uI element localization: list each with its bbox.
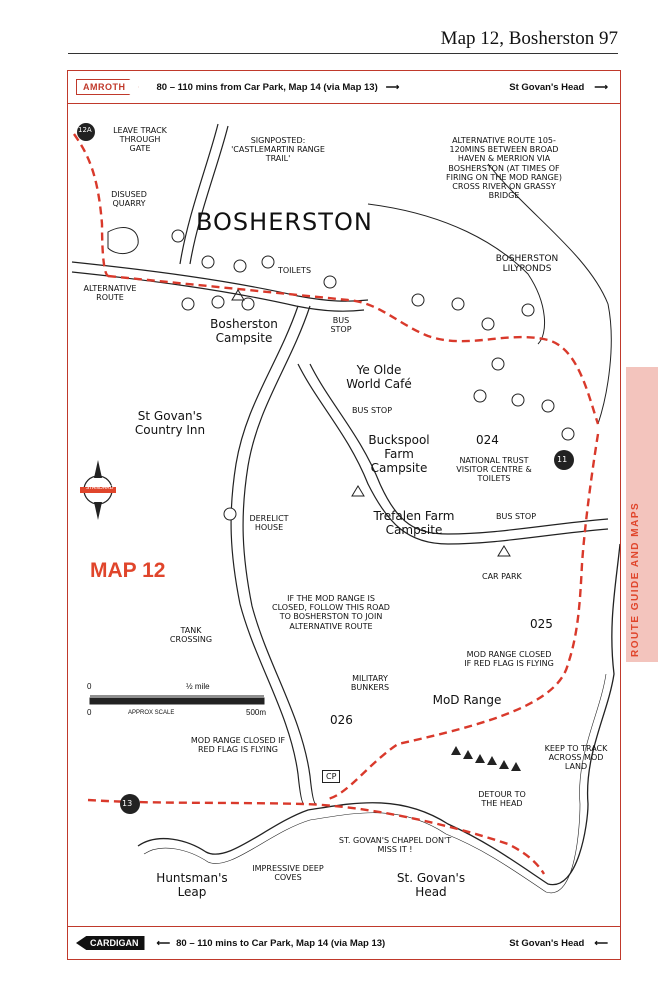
label-coves: Impressive deep coves bbox=[252, 864, 324, 883]
label-bus-stop-3: Bus stop bbox=[496, 512, 537, 521]
label-huntsmans-leap: Huntsman's Leap bbox=[156, 871, 228, 899]
left-arrow-icon: ⟵ bbox=[594, 937, 608, 949]
label-leave-track: Leave track through gate bbox=[113, 126, 167, 154]
label-st-govans-head: St. Govan's Head bbox=[396, 871, 466, 899]
side-tab-text: ROUTE GUIDE AND MAPS bbox=[630, 501, 641, 657]
label-mod-closed-1: MoD range closed if red flag is flying bbox=[464, 650, 554, 669]
label-nt-centre: National Trust visitor centre & toilets bbox=[456, 456, 532, 484]
town-label: BOSHERSTON bbox=[196, 208, 373, 236]
label-military-bunkers: Military bunkers bbox=[350, 674, 390, 693]
scale-zero-top: 0 bbox=[87, 682, 92, 691]
left-arrow-icon: ⟵ bbox=[156, 937, 171, 949]
top-direction-bar: AMROTH 80 – 110 mins from Car Park, Map … bbox=[67, 70, 621, 104]
coastline-inner bbox=[143, 673, 607, 894]
map-title: MAP 12 bbox=[90, 559, 166, 582]
header-rule bbox=[68, 53, 618, 54]
label-tank-crossing: Tank crossing bbox=[169, 626, 213, 645]
phone-026: 026 bbox=[330, 713, 353, 727]
right-arrow-icon: ⟶ bbox=[594, 81, 608, 93]
label-range-closed: If the MoD range is closed, follow this … bbox=[272, 594, 390, 631]
scale-metres: 500m bbox=[246, 708, 267, 717]
scale-bar bbox=[89, 695, 265, 705]
label-keep-to-track: Keep to track across MoD land bbox=[544, 744, 608, 772]
label-bus-stop-1: Bus stop bbox=[330, 316, 352, 335]
label-alt-route-left: Alternative route bbox=[83, 284, 137, 303]
label-signposted: Signposted: 'Castlemartin Range Trail' bbox=[231, 136, 325, 164]
scale-mile: ½ mile bbox=[186, 682, 210, 691]
bottom-bar-text: 80 – 110 mins to Car Park, Map 14 (via M… bbox=[176, 937, 386, 949]
map-ref-12a[interactable]: 12a bbox=[78, 126, 92, 134]
scale-zero-bottom: 0 bbox=[87, 708, 92, 717]
label-trefalen: Trefalen Farm Campsite bbox=[373, 509, 455, 537]
label-disused-quarry: Disused quarry bbox=[111, 190, 147, 209]
label-bosherston-campsite: Bosherston Campsite bbox=[210, 317, 278, 345]
right-arrow-icon: ⟶ bbox=[385, 81, 400, 93]
cardigan-arrow-box: CARDIGAN bbox=[76, 936, 145, 950]
label-car-park: Car park bbox=[482, 572, 522, 581]
label-cafe: Ye Olde World Café bbox=[346, 363, 412, 391]
phone-025: 025 bbox=[530, 617, 553, 631]
map-ref-13-circle bbox=[120, 794, 140, 814]
label-chapel: St. Govan's Chapel don't miss it ! bbox=[338, 836, 452, 855]
bottom-direction-bar: CARDIGAN ⟵ 80 – 110 mins to Car Park, Ma… bbox=[67, 926, 621, 960]
top-bar-text: 80 – 110 mins from Car Park, Map 14 (via… bbox=[156, 81, 378, 93]
label-mod-range: MoD Range bbox=[432, 693, 502, 707]
bunkers bbox=[451, 746, 521, 771]
map-ref-11[interactable]: 11 bbox=[557, 455, 568, 464]
label-cp: CP bbox=[322, 770, 341, 784]
map-drawing bbox=[71, 123, 620, 894]
label-lilyponds: Bosherston Lilyponds bbox=[495, 254, 559, 275]
quarry bbox=[107, 227, 139, 254]
map-area: 12a 11 13 BOSHERSTON Leave track through… bbox=[68, 104, 620, 926]
phone-024: 024 bbox=[476, 433, 499, 447]
compass-label: STANDARD bbox=[86, 485, 114, 491]
lilyponds-river bbox=[367, 163, 612, 425]
compass-icon bbox=[80, 460, 116, 520]
top-bar-dest: St Govan's Head bbox=[509, 81, 585, 93]
campsite-icons bbox=[231, 289, 511, 557]
coastline bbox=[137, 543, 620, 886]
map-ref-12a-circle bbox=[77, 123, 95, 141]
amroth-arrow-box: AMROTH bbox=[76, 79, 139, 95]
route-path bbox=[73, 133, 600, 875]
label-mod-closed-2: MoD range closed if red flag is flying bbox=[190, 736, 286, 755]
bottom-bar-dest: St Govan's Head bbox=[509, 937, 585, 949]
label-derelict-house: Derelict house bbox=[249, 514, 289, 533]
label-country-inn: St Govan's Country Inn bbox=[134, 409, 206, 437]
page-header-title: Map 12, Bosherston 97 bbox=[440, 28, 618, 49]
map-ref-13[interactable]: 13 bbox=[122, 799, 133, 808]
trees bbox=[171, 229, 575, 521]
label-alt-route-note: Alternative route 105-120mins between Br… bbox=[446, 136, 562, 201]
label-buckspool: Buckspool Farm Campsite bbox=[368, 433, 430, 475]
label-detour: Detour to the head bbox=[478, 790, 526, 809]
side-tab: ROUTE GUIDE AND MAPS bbox=[626, 367, 658, 662]
map-ref-11-circle bbox=[554, 450, 574, 470]
label-toilets: Toilets bbox=[278, 266, 312, 275]
label-bus-stop-2: Bus stop bbox=[352, 406, 393, 415]
scale-approx: APPROX SCALE bbox=[128, 710, 175, 716]
